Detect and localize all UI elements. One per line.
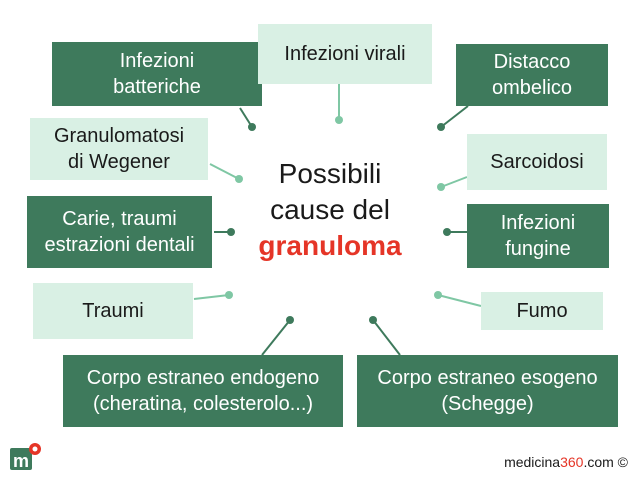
medicina360-logo-icon: m	[10, 443, 41, 470]
connector-dot-traumi	[225, 291, 233, 299]
connector-dot-corpo-estraneo-endogeno	[286, 316, 294, 324]
connector-line-traumi	[193, 294, 230, 300]
cause-box-infezioni-virali: Infezioni virali	[258, 24, 432, 84]
connector-dot-fumo	[434, 291, 442, 299]
central-title: Possibili cause del granuloma	[230, 156, 430, 264]
credit-brand-number: 360	[560, 454, 584, 470]
central-title-line-2: cause del	[270, 194, 390, 225]
central-title-line-3: granuloma	[258, 230, 402, 261]
connector-dot-granulomatosi-wegener	[235, 175, 243, 183]
cause-box-fumo: Fumo	[481, 292, 603, 330]
cause-box-carie-traumi: Carie, traumi estrazioni dentali	[27, 196, 212, 268]
connector-line-fumo	[437, 294, 482, 307]
site-credit: medicina360.com ©	[504, 454, 628, 470]
cause-box-infezioni-batteriche: Infezioni batteriche	[52, 42, 262, 106]
connector-dot-infezioni-virali	[335, 116, 343, 124]
cause-box-corpo-estraneo-endogeno: Corpo estraneo endogeno (cheratina, cole…	[63, 355, 343, 427]
connector-line-corpo-estraneo-esogeno	[372, 319, 401, 356]
connector-dot-infezioni-fungine	[443, 228, 451, 236]
credit-brand-text: medicina	[504, 454, 561, 470]
connector-line-corpo-estraneo-endogeno	[261, 319, 291, 356]
cause-box-infezioni-fungine: Infezioni fungine	[467, 204, 609, 268]
connector-dot-infezioni-batteriche	[248, 123, 256, 131]
connector-line-granulomatosi-wegener	[209, 163, 240, 180]
connector-line-sarcoidosi	[440, 176, 468, 188]
central-title-line-1: Possibili	[278, 158, 382, 189]
connector-dot-sarcoidosi	[437, 183, 445, 191]
cause-box-traumi: Traumi	[33, 283, 193, 339]
credit-brand-suffix: .com ©	[583, 454, 628, 470]
connector-dot-carie-traumi	[227, 228, 235, 236]
connector-dot-distacco-ombelico	[437, 123, 445, 131]
svg-text:m: m	[13, 451, 29, 470]
cause-box-sarcoidosi: Sarcoidosi	[467, 134, 607, 190]
cause-box-granulomatosi-wegener: Granulomatosi di Wegener	[30, 118, 208, 180]
cause-box-distacco-ombelico: Distacco ombelico	[456, 44, 608, 106]
connector-line-distacco-ombelico	[440, 105, 469, 128]
cause-box-corpo-estraneo-esogeno: Corpo estraneo esogeno (Schegge)	[357, 355, 618, 427]
connector-dot-corpo-estraneo-esogeno	[369, 316, 377, 324]
